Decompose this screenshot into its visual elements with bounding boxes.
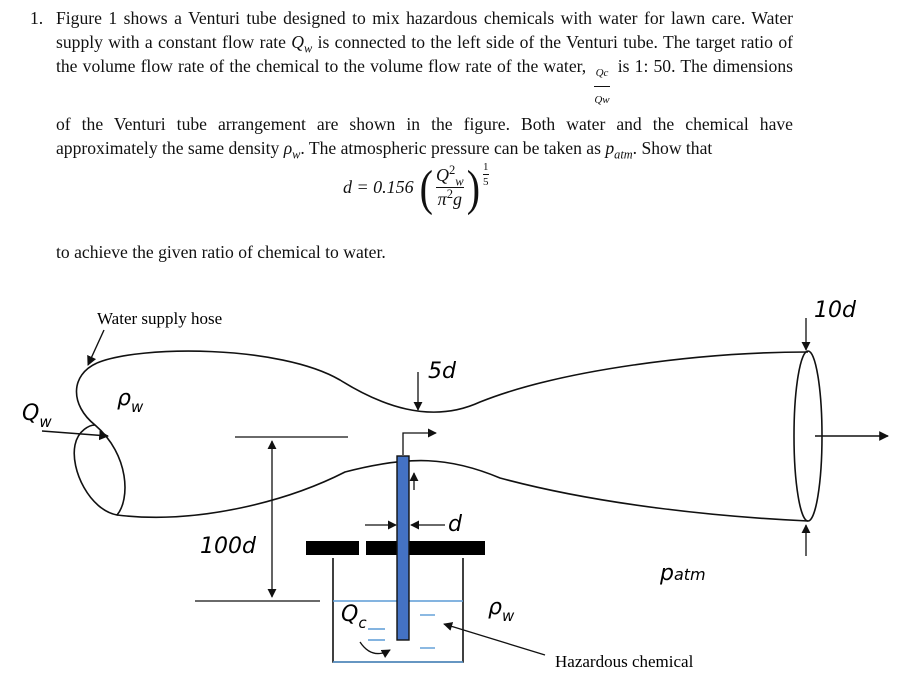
venturi-bottom-wall [116, 459, 809, 522]
throat-label: 5d [428, 359, 457, 384]
qw-label: Qw [22, 401, 52, 431]
inlet-end [73, 362, 126, 516]
exit-label: 10d [814, 298, 857, 323]
height-label: 100d [200, 534, 257, 559]
patm-label: patm [659, 561, 706, 586]
lid-plate-right [366, 541, 485, 555]
water-supply-hose-label: Water supply hose [97, 309, 222, 328]
qc-label: Qc [341, 602, 367, 632]
rho-w-label: ρw [117, 386, 144, 416]
lid-plate-left [306, 541, 359, 555]
target-equation: d = 0.156 ( Q2w π2g ) 1 5 [343, 158, 489, 215]
rho-w-chemical-label: ρw [488, 595, 515, 625]
conclusion-text: to achieve the given ratio of chemical t… [56, 242, 386, 262]
problem-number: 1. [30, 8, 44, 28]
problem-statement: 1. Figure 1 shows a Venturi tube designe… [30, 6, 794, 162]
suction-tube [396, 455, 410, 641]
hazardous-chemical-label: Hazardous chemical [555, 652, 694, 671]
tube-diameter-label: d [448, 512, 463, 537]
problem-text: Figure 1 shows a Venturi tube designed t… [56, 8, 794, 162]
equation-exponent: 1 5 [483, 161, 489, 188]
equation-fraction: Q2w π2g [435, 163, 464, 209]
